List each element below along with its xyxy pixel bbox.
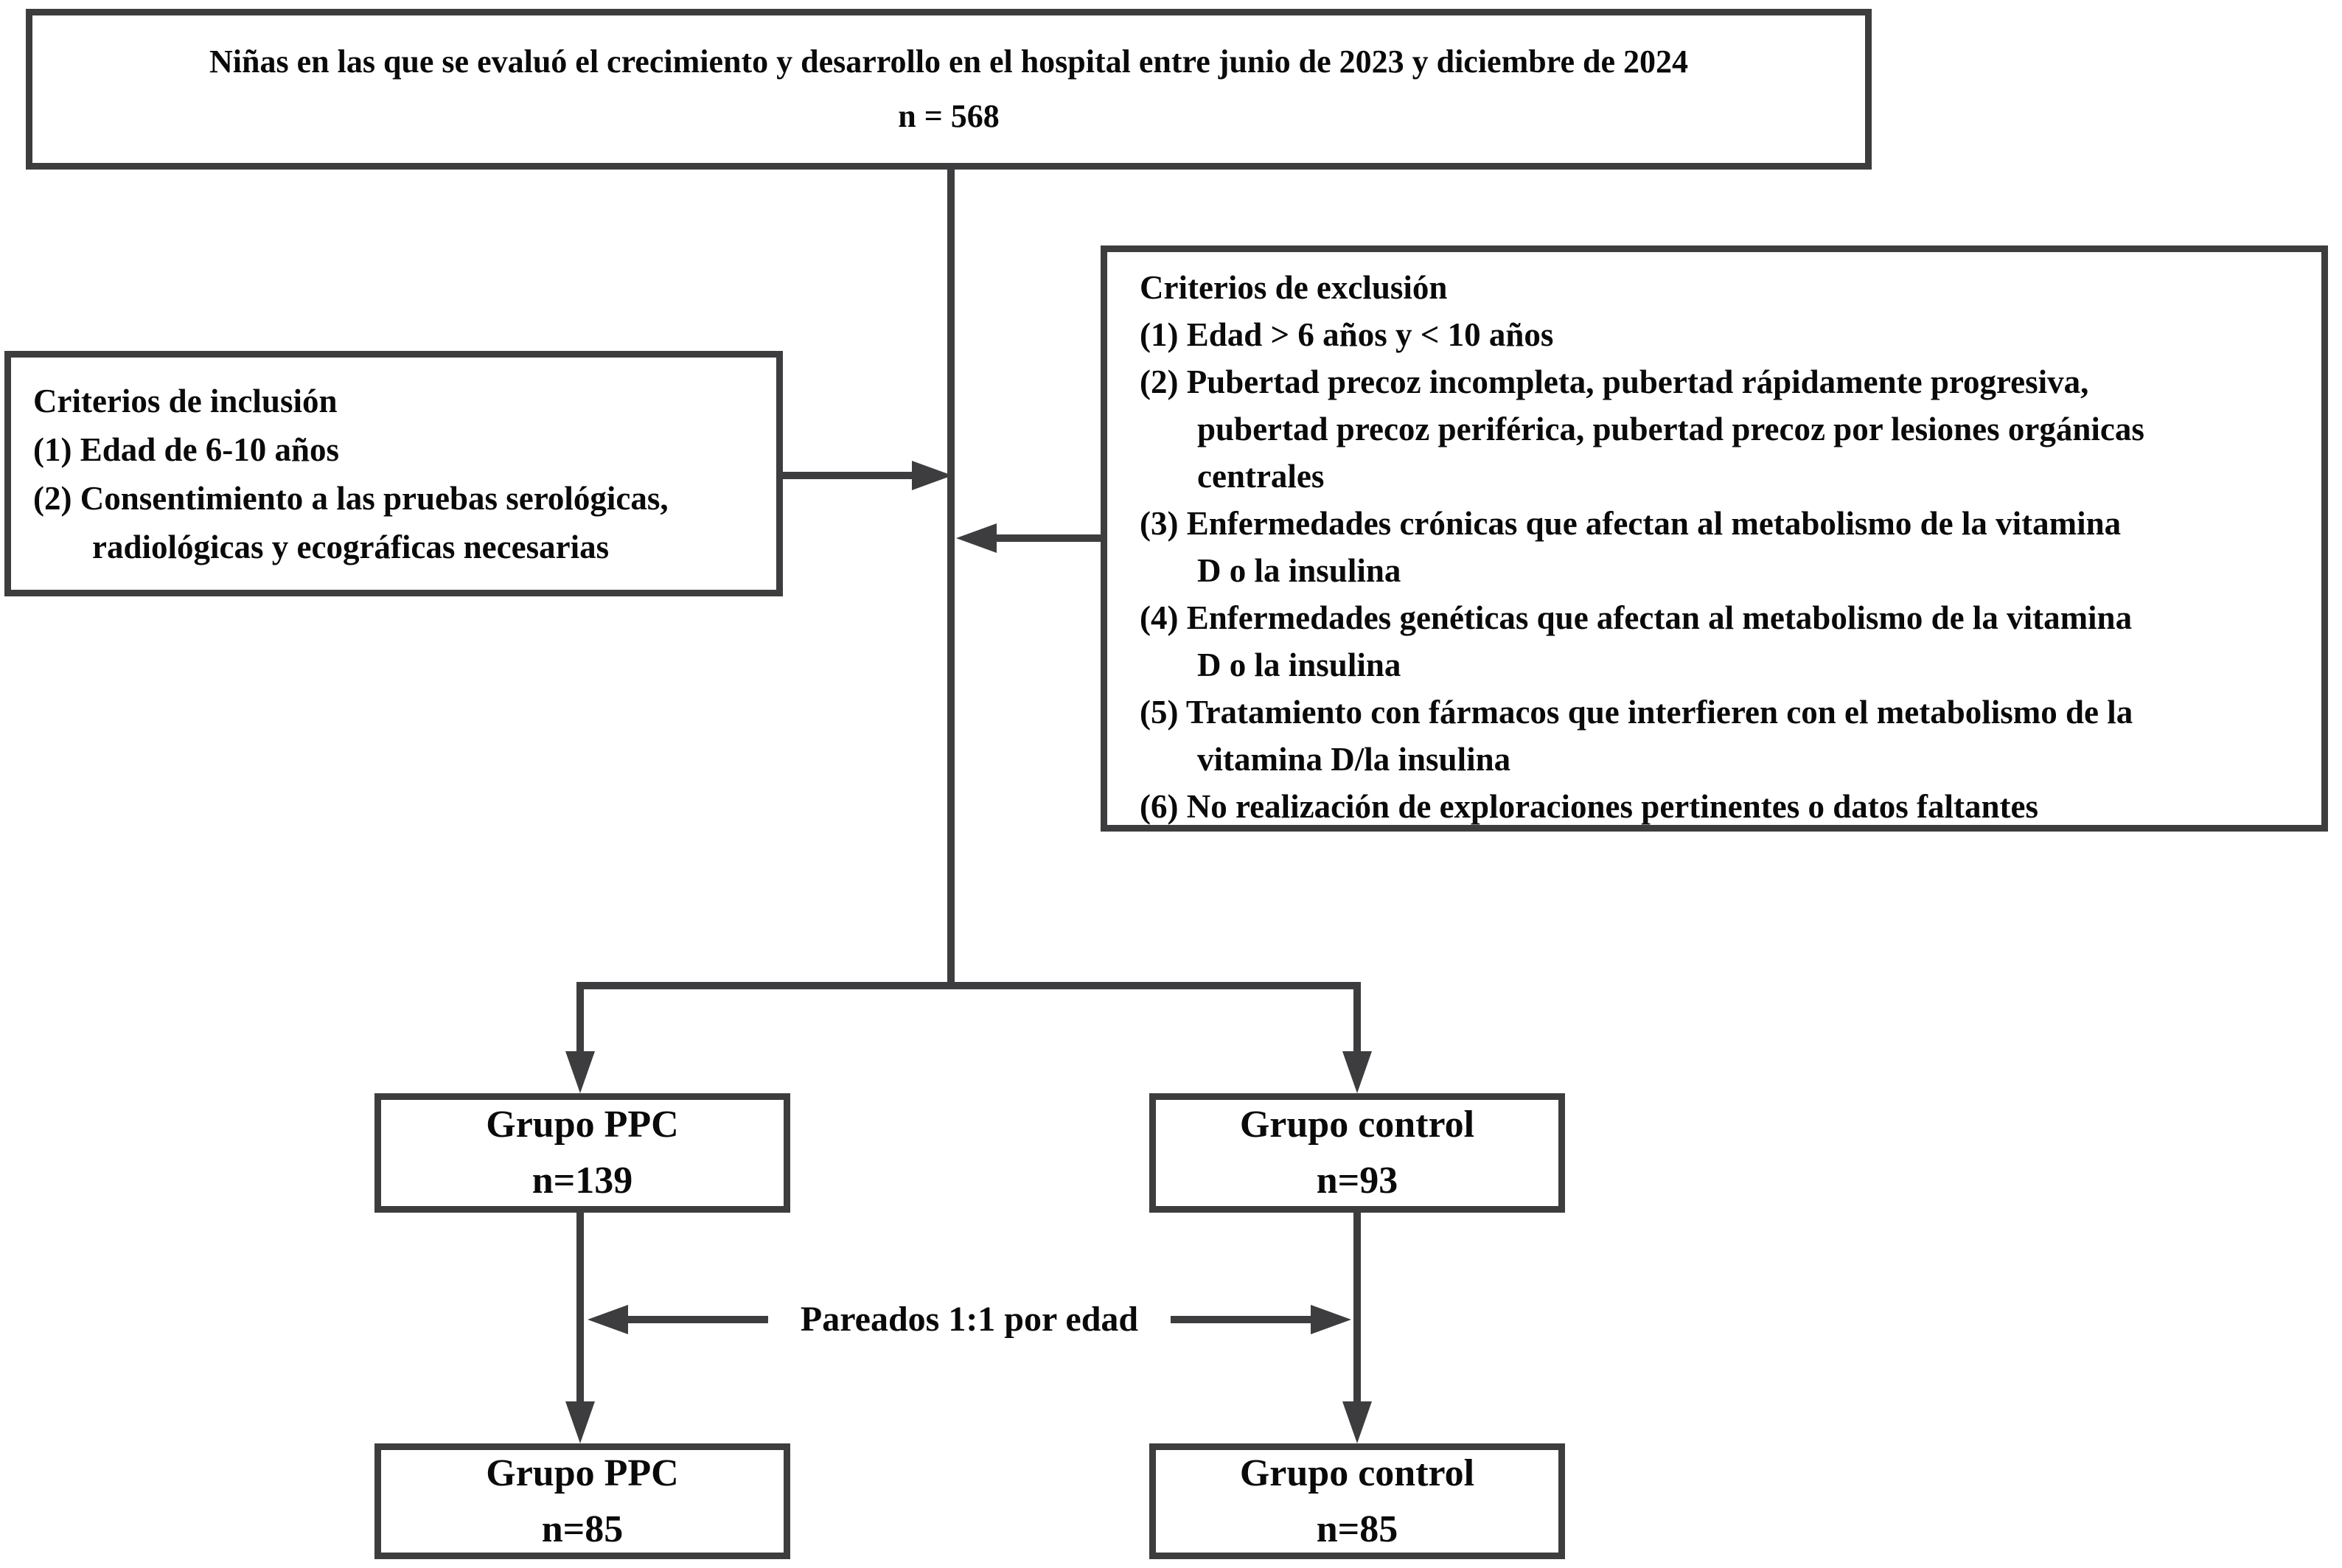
group-ppc-initial-name: Grupo PPC: [486, 1104, 679, 1146]
group-control-matched-name: Grupo control: [1239, 1452, 1475, 1494]
enrollment-box: Niñas en las que se evaluó el crecimient…: [26, 9, 1872, 170]
group-control-initial-count: n=93: [1316, 1160, 1398, 1202]
connector-branch-horizontal: [576, 982, 1360, 989]
enrollment-text: Niñas en las que se evaluó el crecimient…: [209, 43, 1688, 80]
exclusion-item-4: (4) Enfermedades genéticas que afectan a…: [1140, 599, 2133, 683]
exclusion-item-3: (3) Enfermedades crónicas que afectan al…: [1140, 505, 2122, 589]
enrollment-count: n = 568: [898, 98, 1000, 134]
connector-branch-right-vertical: [1353, 982, 1361, 1053]
group-ppc-matched-box: Grupo PPC n=85: [374, 1443, 790, 1559]
inclusion-criteria-box: Criterios de inclusión (1) Edad de 6-10 …: [4, 351, 783, 596]
matching-arrow-right-shaft: [1171, 1316, 1311, 1323]
group-control-initial-box: Grupo control n=93: [1149, 1093, 1565, 1213]
arrowhead-down-control-matched-icon: [1342, 1401, 1372, 1443]
exclusion-item-2: (2) Pubertad precoz incompleta, pubertad…: [1140, 363, 2144, 495]
exclusion-item-5: (5) Tratamiento con fármacos que interfi…: [1140, 694, 2133, 778]
matching-arrowhead-left-icon: [588, 1305, 628, 1334]
group-ppc-matched-count: n=85: [541, 1508, 624, 1550]
connector-ppc-to-matched: [576, 1213, 584, 1404]
matching-arrowhead-right-icon: [1311, 1305, 1351, 1334]
group-ppc-initial-count: n=139: [532, 1160, 633, 1202]
group-ppc-matched-name: Grupo PPC: [486, 1452, 679, 1494]
exclusion-arrowhead-icon: [956, 523, 997, 553]
matching-label: Pareados 1:1 por edad: [800, 1300, 1139, 1339]
group-control-initial-name: Grupo control: [1239, 1104, 1475, 1146]
group-ppc-initial-box: Grupo PPC n=139: [374, 1093, 790, 1213]
group-control-matched-box: Grupo control n=85: [1149, 1443, 1565, 1559]
arrowhead-down-ppc-icon: [565, 1051, 595, 1093]
connector-control-to-matched: [1353, 1213, 1361, 1404]
inclusion-title: Criterios de inclusión: [33, 383, 338, 419]
connector-inclusion-arrow-shaft: [783, 472, 912, 479]
exclusion-title: Criterios de exclusión: [1140, 269, 1448, 306]
group-control-matched-count: n=85: [1316, 1508, 1398, 1550]
inclusion-arrowhead-icon: [912, 461, 952, 490]
arrowhead-down-ppc-matched-icon: [565, 1401, 595, 1443]
inclusion-item-1: (1) Edad de 6-10 años: [33, 431, 340, 468]
exclusion-item-1: (1) Edad > 6 años y < 10 años: [1140, 316, 1554, 353]
matching-arrow-left-shaft: [628, 1316, 768, 1323]
exclusion-item-6: (6) No realización de exploraciones pert…: [1140, 788, 2038, 825]
connector-branch-left-vertical: [576, 982, 584, 1053]
arrowhead-down-control-icon: [1342, 1051, 1372, 1093]
inclusion-item-2: (2) Consentimiento a las pruebas serológ…: [33, 480, 669, 565]
connector-exclusion-arrow-shaft: [997, 534, 1101, 542]
exclusion-criteria-box: Criterios de exclusión (1) Edad > 6 años…: [1101, 245, 2328, 832]
connector-main-vertical: [947, 170, 955, 986]
